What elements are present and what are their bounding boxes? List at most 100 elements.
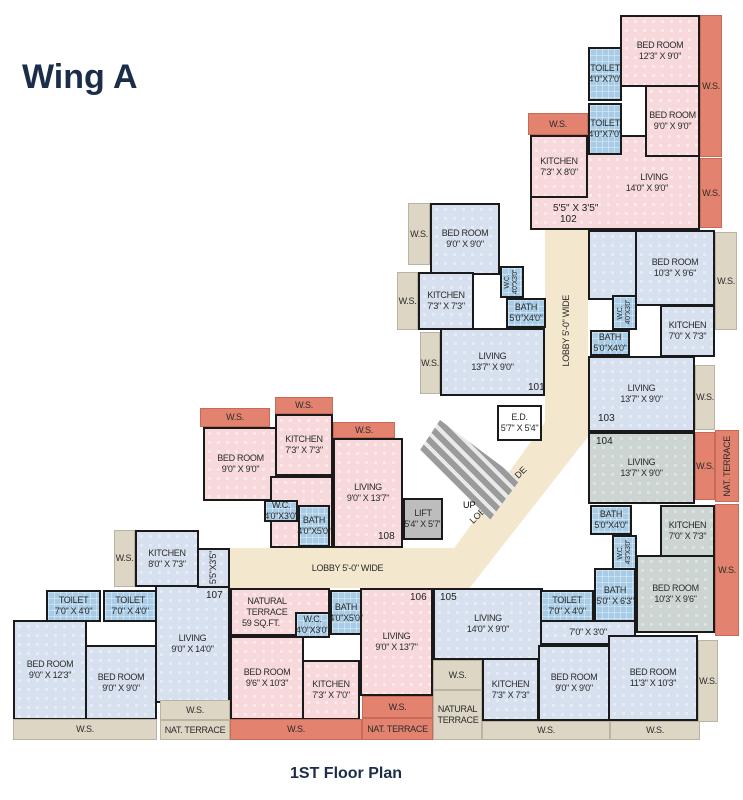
unit-number-103: 103 [598, 413, 615, 424]
wc-dim-label: 4'0"X3'0" [295, 625, 330, 635]
ws-label: W.S. [355, 424, 373, 435]
ws-label: W.S. [537, 725, 555, 735]
kitchen-dim-label: 7'3" X 8'0" [540, 166, 578, 177]
wc-dim-label: 4'0"X3'0" [264, 511, 298, 521]
nat-terrace-107: NAT. TERRACE [160, 720, 230, 740]
kitchen-name-label: KITCHEN [491, 678, 530, 689]
ws-label: W.S. [421, 357, 439, 368]
ws-105-right: W.S. [698, 640, 718, 722]
toilet-dim-label: 7'0" X 4'0" [548, 606, 586, 616]
bed-name-label: BED ROOM [652, 583, 699, 593]
ws-label: W.S. [287, 724, 305, 734]
ws-105-bottom-2: W.S. [610, 721, 700, 740]
unit-number-104: 104 [596, 436, 613, 447]
dining-103 [588, 230, 638, 300]
wc-104-dimension: 4'3"X3'0" [624, 540, 632, 565]
living-name-label: LIVING [478, 351, 507, 361]
ws-102-living: W.S. [700, 158, 722, 228]
ws-label: W.S. [295, 400, 313, 410]
bath-name-label: BATH [334, 601, 358, 612]
ws-label: W.S. [398, 295, 417, 306]
living-dim-label: 13'7" X 9'0" [620, 394, 663, 404]
lobby-horizontal: LOBBY 5'-0" WIDE [230, 548, 465, 588]
u105-natural-terrace-label: NATURAL TERRACE [437, 704, 479, 725]
living-name-label: LIVING [627, 383, 656, 393]
passage-107: 5'5"X3'5" [197, 548, 230, 588]
ws-108-kitchen: W.S. [275, 397, 333, 414]
ws-107-bottom: W.S. [13, 719, 157, 740]
ws-label: W.S. [226, 412, 244, 422]
terrace-dim-label: 59 SQ.FT. [242, 617, 280, 628]
bed-name-label: BED ROOM [217, 453, 264, 463]
toilet2-name-label: TOILET [590, 118, 620, 128]
unit-number-107: 107 [206, 590, 223, 601]
ws-label: W.S. [702, 187, 720, 198]
natural-terrace-105: NATURAL TERRACE [433, 690, 482, 740]
floor-plan-caption: 1ST Floor Plan [290, 765, 403, 782]
lobby-vertical-label: LOBBY 5'-0" WIDE [561, 294, 571, 367]
ws-101-living: W.S. [420, 332, 440, 394]
kitchen-name-label: KITCHEN [148, 547, 186, 558]
nat-terrace-label: NAT. TERRACE [164, 724, 226, 735]
toilet1-dim-label: 7'0" X 4'0" [54, 606, 93, 616]
bed2-name-label: BED ROOM [629, 667, 677, 677]
wc-name-label: W.C. [616, 545, 624, 560]
ws-label: W.S. [115, 553, 134, 563]
living-name-label: LIVING [382, 631, 411, 641]
toilet1-name-label: TOILET [590, 63, 620, 73]
ws-102-bedroom: W.S. [700, 15, 722, 157]
bed-dim-label: 10'3" X 9'6" [653, 268, 697, 278]
bath2-dim-label: 5'0" X 6'3" [596, 595, 634, 606]
unit-number-108: 108 [378, 531, 395, 542]
bed-name-label: BED ROOM [651, 257, 699, 267]
living-dim-label: 14'0" X 9'0" [625, 182, 669, 193]
ws-label: W.S. [448, 669, 467, 680]
toilet1-dim-label: 4'0"X7'0" [588, 74, 622, 84]
kitchen-name-label: KITCHEN [540, 155, 578, 166]
ws-108-bedroom: W.S. [200, 408, 270, 427]
toilet2-dim-label: 4'0"X7'0" [588, 129, 622, 139]
ws-101-kitchen: W.S. [397, 272, 418, 330]
living-dim-label: 13'7" X 9'0" [471, 362, 514, 372]
bed1-name-label: BED ROOM [636, 40, 684, 50]
ws-103-bedroom: W.S. [715, 232, 737, 330]
nat-terrace-label: NAT. TERRACE [367, 723, 428, 734]
unit-number-106: 106 [410, 592, 427, 603]
bath1-name-label: BATH [599, 509, 623, 519]
ed-name-label: E.D. [511, 412, 528, 422]
unit-number-105: 105 [440, 592, 457, 603]
bed1-name-label: BED ROOM [550, 672, 598, 682]
bed2-dim-label: 9'0" X 9'0" [653, 121, 692, 131]
bed-dim-label: 9'0" X 9'0" [221, 464, 260, 474]
living-name-label: LIVING [354, 482, 382, 492]
bath-dim-label: 4'0"X5'0" [297, 526, 331, 536]
ws-104-living: W.S. [695, 432, 715, 500]
bath1-dim-label: 5'0"X4'0" [594, 520, 628, 530]
living-name-label: LIVING [178, 633, 207, 643]
bed2-name-label: BED ROOM [97, 671, 145, 682]
bath-name-label: BATH [514, 302, 538, 312]
ws-107-kitchen: W.S. [114, 530, 135, 587]
passage-102: 5'5" X 3'5" [553, 203, 599, 214]
bed-dim-label: 9'0" X 9'0" [446, 239, 484, 249]
